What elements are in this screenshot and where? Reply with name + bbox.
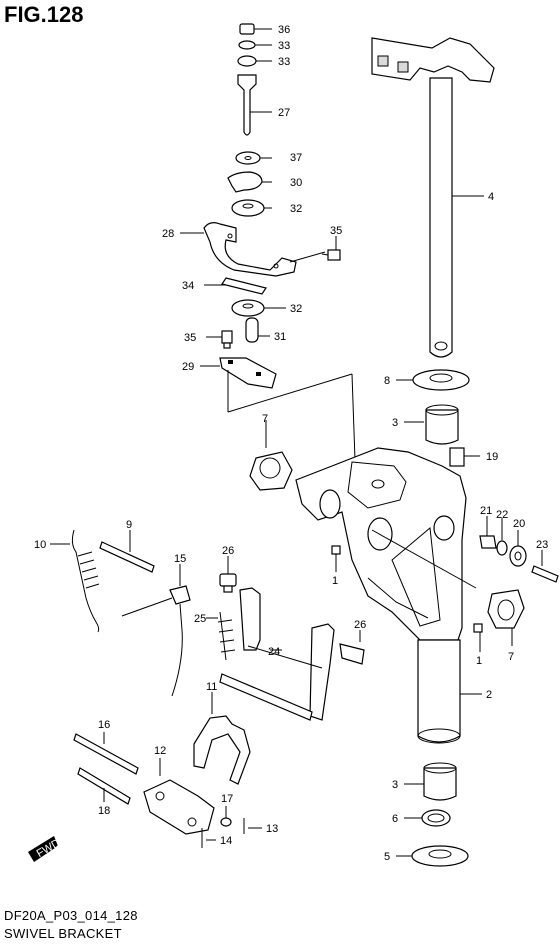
callout-15: 15 [174,553,186,565]
callout-37: 37 [290,152,302,164]
part-17-washer[interactable] [220,806,232,827]
callout-14: 14 [220,835,232,847]
part-33-washer-upper[interactable] [238,40,272,50]
part-33-washer-lower[interactable] [237,55,272,67]
part-25-spring[interactable] [206,611,236,661]
part-32-washer-lower[interactable] [231,299,286,317]
callout-22: 22 [496,509,508,521]
part-26-bolt-lower[interactable] [339,630,365,665]
callout-3a: 3 [392,417,398,429]
part-1-grease-nipple-left[interactable] [331,545,341,572]
callout-2: 2 [486,689,492,701]
part-11-bracket[interactable] [193,692,251,785]
callout-33a: 33 [278,40,290,52]
part-35-bolt-lower[interactable] [206,330,233,349]
callout-35a: 35 [330,225,342,237]
part-7-bushing-right[interactable] [487,589,525,646]
part-7-bushing-left[interactable] [249,420,293,491]
part-5-washer[interactable] [396,845,469,867]
part-6-ring[interactable] [404,809,451,827]
callout-26a: 26 [222,545,234,557]
callout-9: 9 [126,519,132,531]
part-21-spring[interactable] [479,516,497,549]
callout-36: 36 [278,24,290,36]
callout-21: 21 [480,505,492,517]
callout-11: 11 [206,681,217,693]
callout-16: 16 [98,719,110,731]
callout-28: 28 [162,228,174,240]
part-20-bushing[interactable] [509,530,527,567]
callout-29: 29 [182,361,194,373]
callout-13: 13 [266,823,278,835]
part-15-rod[interactable] [121,564,191,697]
callout-17: 17 [221,793,233,805]
part-34-plate[interactable] [204,277,267,295]
part-28-lever[interactable] [180,222,326,277]
part-9-pin[interactable] [99,530,155,573]
part-3-bushing-lower[interactable] [404,762,457,801]
callout-1a: 1 [332,575,338,587]
part-8-washer[interactable] [396,369,470,391]
callout-32b: 32 [290,303,302,315]
part-29-plate[interactable] [200,357,356,461]
swivel-bracket-body[interactable] [295,447,477,641]
drawing-code: DF20A_P03_014_128 [4,908,138,923]
part-32-washer-upper[interactable] [231,199,272,217]
callout-32a: 32 [290,203,302,215]
part-3-bushing-upper[interactable] [404,404,459,445]
callout-30: 30 [290,177,302,189]
callout-23: 23 [536,539,548,551]
part-27-shaft[interactable] [237,74,272,136]
part-16-pin[interactable] [73,732,139,775]
part-10-spring[interactable] [50,529,100,633]
fwd-arrow-icon: FWD [28,836,62,862]
callout-31: 31 [274,331,286,343]
part-14-pin[interactable] [201,828,216,848]
part-23-bolt[interactable] [531,550,559,583]
figure-title: FIG.128 [4,2,84,27]
part-36-nut[interactable] [239,23,272,35]
callout-24: 24 [268,646,280,658]
callout-6: 6 [392,813,398,825]
callout-3b: 3 [392,779,398,791]
fwd-label: FWD [35,837,63,860]
callout-18: 18 [98,805,110,817]
part-1-grease-nipple-right[interactable] [473,623,483,652]
callout-19: 19 [486,451,498,463]
callout-7a: 7 [262,413,268,425]
callout-12: 12 [154,745,166,757]
callout-25: 25 [194,613,206,625]
callout-1b: 1 [476,655,482,667]
part-24-tilt-arm[interactable] [219,587,335,721]
part-2-swivel-tube[interactable] [417,639,482,744]
part-18-pin[interactable] [77,767,131,805]
part-22-washer[interactable] [496,518,508,556]
drawing-name: SWIVEL BRACKET [4,926,122,941]
part-31-pin[interactable] [245,317,270,343]
part-35-bolt-upper[interactable] [321,236,341,261]
part-37-washer[interactable] [235,151,272,165]
part-4-steering-shaft[interactable] [371,37,495,358]
callout-34: 34 [182,280,194,292]
part-30-cam[interactable] [227,171,272,193]
part-19-plate[interactable] [449,447,480,467]
callout-33b: 33 [278,56,290,68]
callout-5: 5 [384,851,390,863]
callout-27: 27 [278,107,290,119]
callout-8: 8 [384,375,390,387]
callout-7b: 7 [508,651,514,663]
part-13-pin[interactable] [243,818,262,834]
callout-4: 4 [488,191,494,203]
part-12-lever[interactable] [143,758,215,835]
callout-26b: 26 [354,619,366,631]
callout-10: 10 [34,539,46,551]
callout-20: 20 [513,518,525,530]
callout-35b: 35 [184,332,196,344]
part-26-bolt-upper[interactable] [219,556,237,593]
